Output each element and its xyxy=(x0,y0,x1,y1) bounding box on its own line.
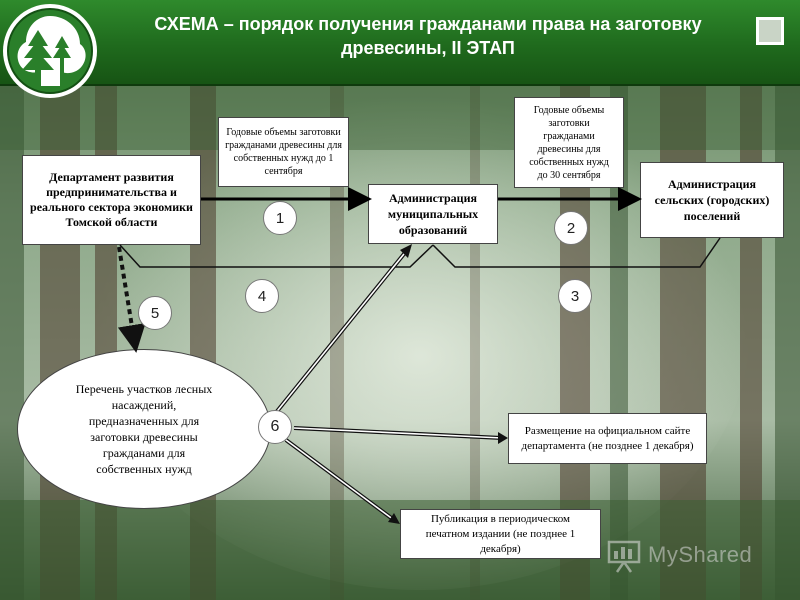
annual-volume-note-1: Годовые объемы заготовки гражданами древ… xyxy=(218,117,349,187)
step-2-badge: 2 xyxy=(554,211,588,245)
annual-volume-note-2: Годовые объемы заготовки гражданами древ… xyxy=(514,97,624,188)
presentation-board-icon xyxy=(607,540,641,573)
step-3-badge: 3 xyxy=(558,279,592,313)
forest-logo-icon xyxy=(3,4,97,98)
step-5-badge: 5 xyxy=(138,296,172,330)
watermark-text: MyShared xyxy=(648,542,753,567)
slide-title: СХЕМА – порядок получения гражданами пра… xyxy=(154,14,702,58)
official-site-box: Размещение на официальном сайте департам… xyxy=(508,413,707,464)
step-1-badge: 1 xyxy=(263,201,297,235)
rural-box: Администрация сельских (городских) посел… xyxy=(640,162,784,238)
step-4-badge: 4 xyxy=(245,279,279,313)
step-6-badge: 6 xyxy=(258,410,292,444)
slide-corner-square xyxy=(756,17,784,45)
watermark-logo: MyShared xyxy=(606,538,776,574)
publication-box: Публикация в периодическом печатном изда… xyxy=(400,509,601,559)
department-box: Департамент развития предпринимательства… xyxy=(22,155,201,245)
header-bar xyxy=(0,0,800,86)
forest-plots-list-ellipse: Перечень участков лесных насаждений, пре… xyxy=(17,349,271,509)
municipal-box: Администрация муниципальных образований xyxy=(368,184,498,244)
